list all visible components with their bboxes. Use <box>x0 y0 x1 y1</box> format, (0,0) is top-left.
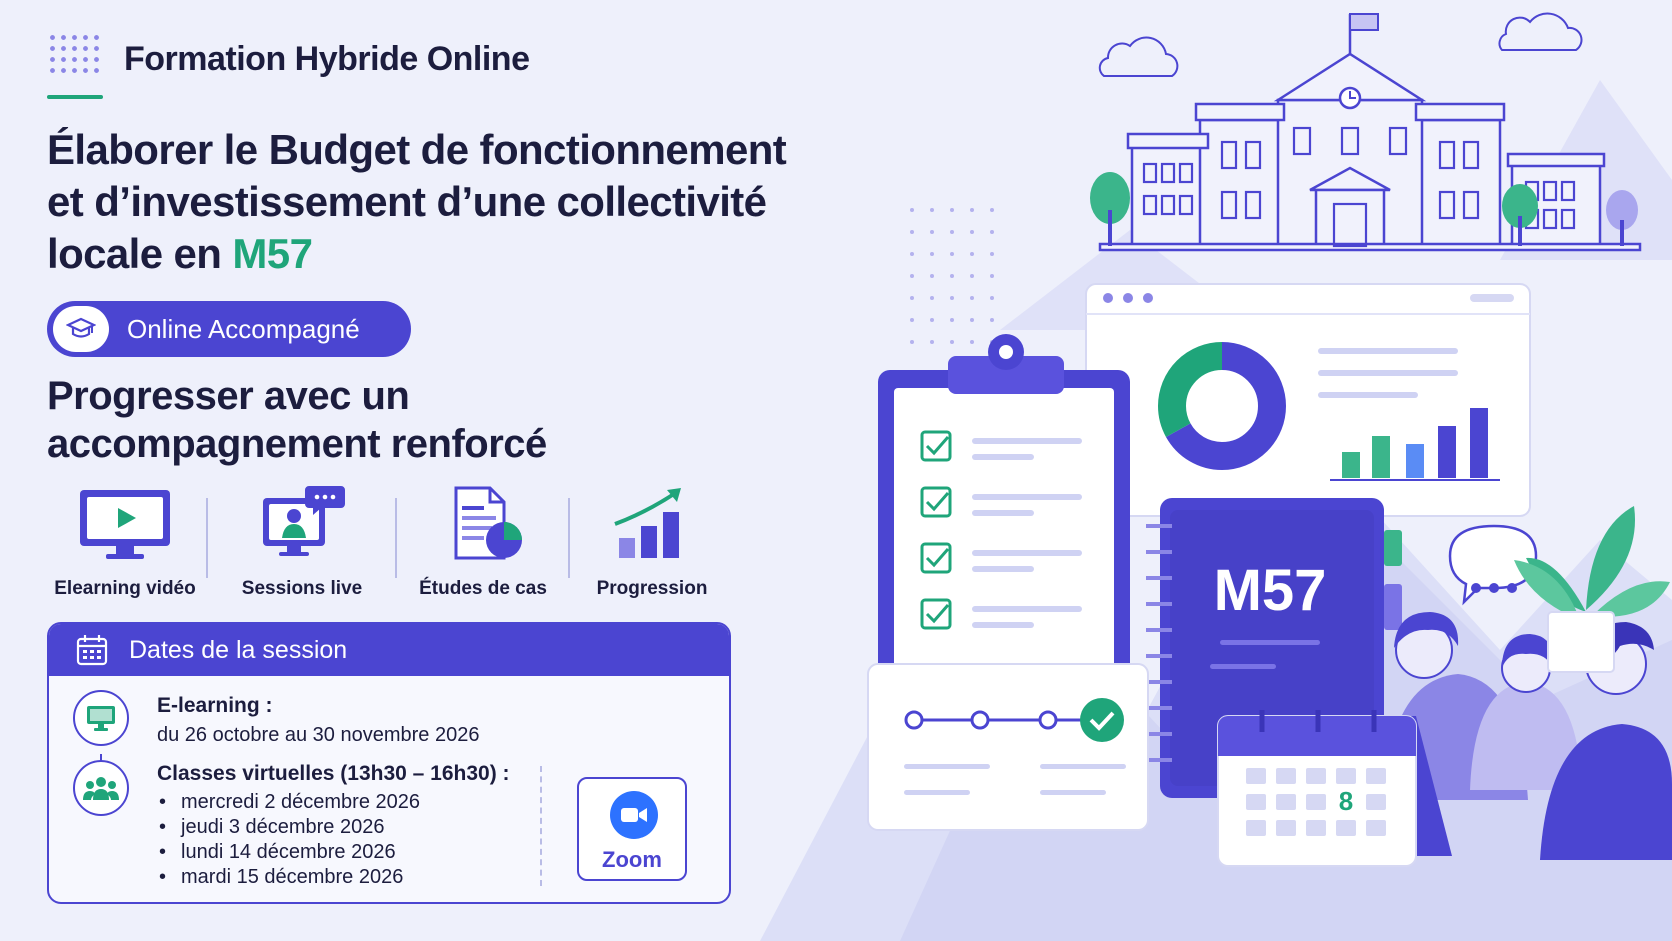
progress-card <box>867 663 1149 831</box>
feature-label: Elearning vidéo <box>54 578 196 599</box>
main-title-prefix: locale en <box>47 230 233 277</box>
list-item: jeudi 3 décembre 2026 <box>157 815 420 840</box>
feature-label: Sessions live <box>241 578 363 599</box>
binder-label: M57 <box>1214 558 1327 623</box>
main-title-accent: M57 <box>232 230 313 277</box>
main-title-line: locale en M57 <box>47 228 847 280</box>
feature-divider <box>568 498 570 578</box>
bar-chart-icon <box>1330 408 1500 481</box>
zoom-button[interactable]: Zoom <box>577 777 687 881</box>
dashed-divider <box>540 766 542 886</box>
virtual-classes-title: Classes virtuelles (13h30 – 16h30) : <box>157 762 510 785</box>
header-title: Formation Hybride Online <box>124 40 530 78</box>
feature-divider <box>395 498 397 578</box>
format-badge: Online Accompagné <box>47 301 411 357</box>
subtitle-line: Progresser avec un <box>47 374 410 418</box>
calendar-icon: 8 <box>1217 710 1452 867</box>
format-badge-label: Online Accompagné <box>127 313 360 344</box>
features-row: Elearning vidéo Sessions live Études de … <box>40 484 720 604</box>
feature-progression: Progression <box>567 484 737 604</box>
list-item: mardi 15 décembre 2026 <box>157 865 420 890</box>
feature-case-studies: Études de cas <box>398 484 568 604</box>
feature-label: Progression <box>596 578 708 599</box>
virtual-class-icon <box>73 760 129 816</box>
plant-icon <box>1514 506 1670 673</box>
check-icon <box>1080 698 1124 742</box>
feature-label: Études de cas <box>419 578 547 599</box>
subtitle: Progresser avec un accompagnement renfor… <box>47 372 687 468</box>
session-dates-card: Dates de la session E-learning : du 26 o… <box>47 622 731 904</box>
video-monitor-icon <box>80 490 170 559</box>
subtitle-line: accompagnement renforcé <box>47 422 547 466</box>
zoom-camera-icon <box>610 791 658 839</box>
town-hall-building <box>1098 52 1642 252</box>
cloud-icon <box>1498 12 1583 51</box>
check-icon <box>920 430 952 630</box>
session-card-title: Dates de la session <box>129 635 348 664</box>
feature-sessions-live: Sessions live <box>217 484 387 604</box>
tree-icon <box>1090 172 1638 246</box>
list-item: mercredi 2 décembre 2026 <box>157 790 420 815</box>
live-session-icon <box>263 486 345 556</box>
dot-grid-decoration <box>910 208 994 344</box>
main-title-line: Élaborer le Budget de fonctionnement <box>47 126 787 173</box>
chat-bubble-icon <box>1448 524 1538 606</box>
cloud-icon <box>1098 36 1179 77</box>
elearning-title: E-learning : <box>157 694 273 717</box>
elearning-icon <box>73 690 129 746</box>
main-title: Élaborer le Budget de fonctionnement et … <box>47 124 847 280</box>
calendar-icon <box>76 635 108 666</box>
list-item: lundi 14 décembre 2026 <box>157 840 420 865</box>
feature-elearning: Elearning vidéo <box>40 484 210 604</box>
calendar-day: 8 <box>1339 786 1353 816</box>
header-underline <box>47 95 103 99</box>
graduation-cap-icon <box>53 306 109 352</box>
flag-icon <box>1349 13 1379 31</box>
zoom-label: Zoom <box>602 847 662 872</box>
feature-divider <box>206 498 208 578</box>
progress-chart-icon <box>614 488 681 558</box>
elearning-dates: du 26 octobre au 30 novembre 2026 <box>157 724 480 746</box>
session-card-header: Dates de la session <box>49 624 729 676</box>
main-title-line: et d’investissement d’une collectivité <box>47 178 767 225</box>
virtual-classes-list: mercredi 2 décembre 2026 jeudi 3 décembr… <box>157 790 420 890</box>
dashboard-window <box>1085 283 1531 517</box>
dots-decoration <box>47 32 103 76</box>
case-study-icon <box>454 486 522 560</box>
clipboard-checklist <box>878 334 1130 706</box>
